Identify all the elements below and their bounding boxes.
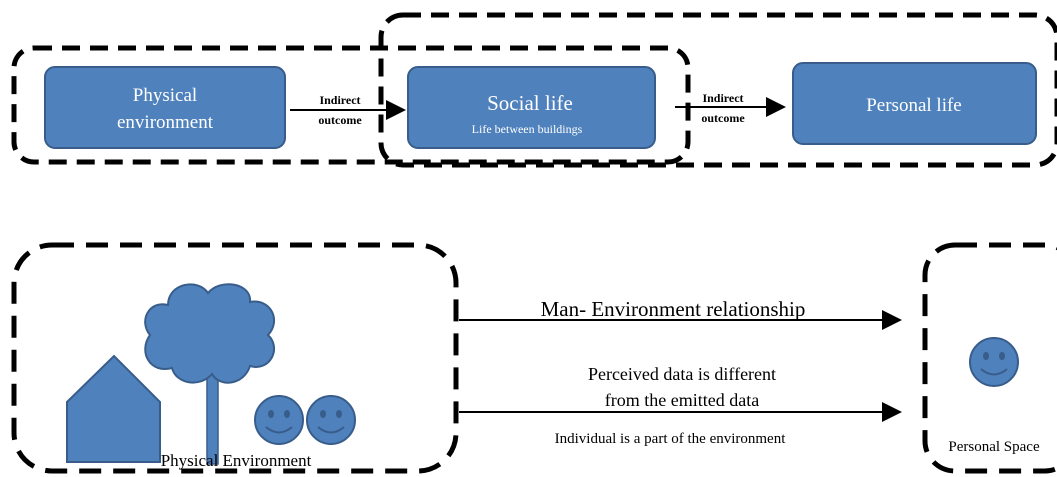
smiley-face-icon — [969, 337, 1019, 387]
arrow2-label-line1: Indirect — [702, 91, 743, 105]
individual-label: Individual is a part of the environment — [555, 431, 787, 447]
physical-environment-label: Physical Environment — [161, 451, 312, 470]
personal-space-label: Personal Space — [948, 439, 1040, 455]
social-box-title: Social life — [487, 91, 573, 115]
physical-environment-box: Physical environment — [44, 66, 286, 149]
personal-box-label: Personal life — [866, 95, 962, 116]
personal-life-box: Personal life — [792, 62, 1037, 145]
right-dashed-group — [378, 12, 1057, 168]
physical-box-line1: Physical — [133, 85, 197, 106]
physical-environment-dashed-group — [11, 242, 459, 474]
man-environment-label: Man- Environment relationship — [541, 297, 806, 321]
arrow1-label-line1: Indirect — [319, 93, 360, 107]
social-box-subtitle: Life between buildings — [472, 122, 583, 136]
perceived-label-line2: from the emitted data — [605, 390, 759, 410]
arrow2-label-line2: outcome — [701, 111, 745, 125]
tree-icon — [144, 283, 275, 465]
arrow1-label-line2: outcome — [318, 113, 362, 127]
smiley-face-icon — [306, 395, 356, 445]
house-icon — [66, 354, 161, 463]
perceived-label-line1: Perceived data is different — [588, 364, 776, 384]
physical-box-line2: environment — [117, 112, 214, 133]
left-dashed-group — [11, 45, 691, 165]
personal-space-dashed-group — [922, 242, 1057, 474]
social-life-box: Social life Life between buildings — [407, 66, 656, 149]
smiley-face-icon — [254, 395, 304, 445]
